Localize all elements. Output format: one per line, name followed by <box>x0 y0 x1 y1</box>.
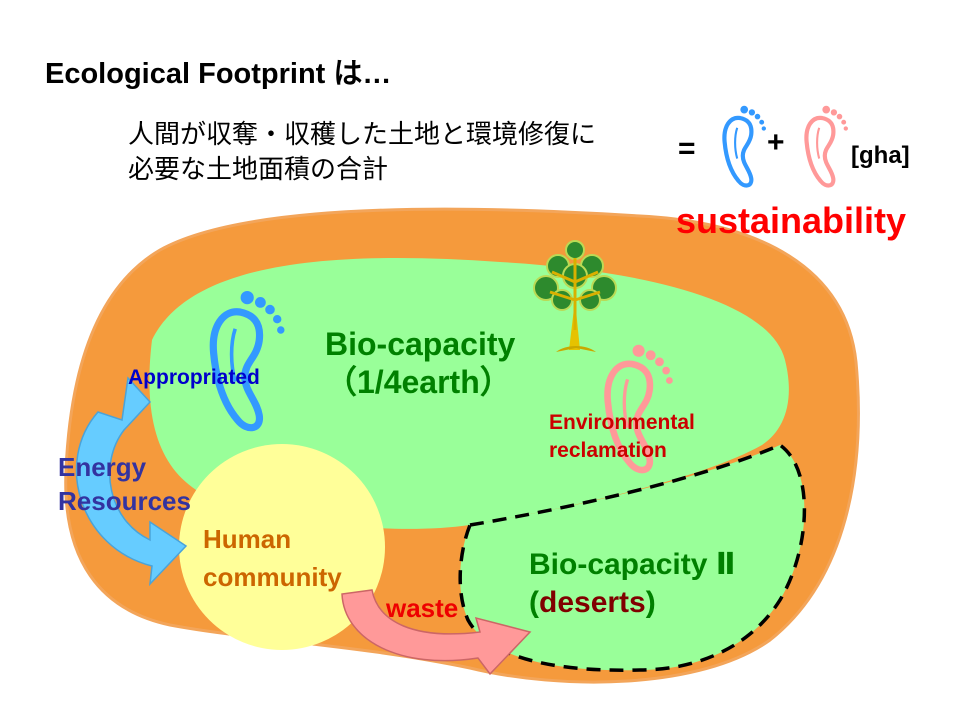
environmental-line-1: Environmental <box>549 411 695 434</box>
human-community-label: Human community <box>203 520 342 596</box>
environmental-reclamation-label: Environmental reclamation <box>549 409 695 465</box>
pink-footprint-icon <box>806 106 847 185</box>
bio-capacity-ii-line-2: (deserts) <box>529 584 735 622</box>
environmental-line-2: reclamation <box>549 439 667 462</box>
blue-footprint-icon <box>724 106 765 185</box>
bio-capacity-ii-line-1: Bio-capacity Ⅱ <box>529 548 736 581</box>
bio-capacity-line-2: （1/4earth） <box>325 364 512 400</box>
deserts-word: deserts <box>539 586 646 619</box>
paren-open: ( <box>529 586 539 619</box>
tree-icon <box>533 240 617 352</box>
bio-capacity-ii-label: Bio-capacity Ⅱ (deserts) <box>529 546 735 622</box>
page-title: Ecological Footprint は… <box>45 58 392 90</box>
definition-line-1: 人間が収奪・収穫した土地と環境修復に <box>128 120 597 150</box>
sustainability-label: sustainability <box>676 200 907 241</box>
paren-close: ) <box>645 586 656 619</box>
appropriated-label: Appropriated <box>128 366 260 389</box>
definition-line-2: 必要な土地面積の合計 <box>128 155 389 185</box>
human-community-circle <box>179 444 385 650</box>
human-line-1: Human <box>203 524 292 554</box>
waste-label: waste <box>386 593 459 623</box>
plus-sign: + <box>767 126 785 159</box>
energy-resources-label: Energy Resources <box>58 450 191 518</box>
definition-text: 人間が収奪・収穫した土地と環境修復に 必要な土地面積の合計 <box>128 118 596 188</box>
equals-sign: = <box>678 132 696 165</box>
bio-capacity-ii-region <box>458 442 807 672</box>
waste-arrow <box>341 589 532 676</box>
bio-capacity-line-1: Bio-capacity <box>325 326 516 362</box>
energy-arrow <box>75 376 188 587</box>
unit-label: [gha] <box>851 142 910 169</box>
human-line-2: community <box>203 562 342 592</box>
energy-line-2: Resources <box>58 486 191 516</box>
energy-line-1: Energy <box>58 452 147 482</box>
bio-capacity-label: Bio-capacity （1/4earth） <box>325 325 515 401</box>
